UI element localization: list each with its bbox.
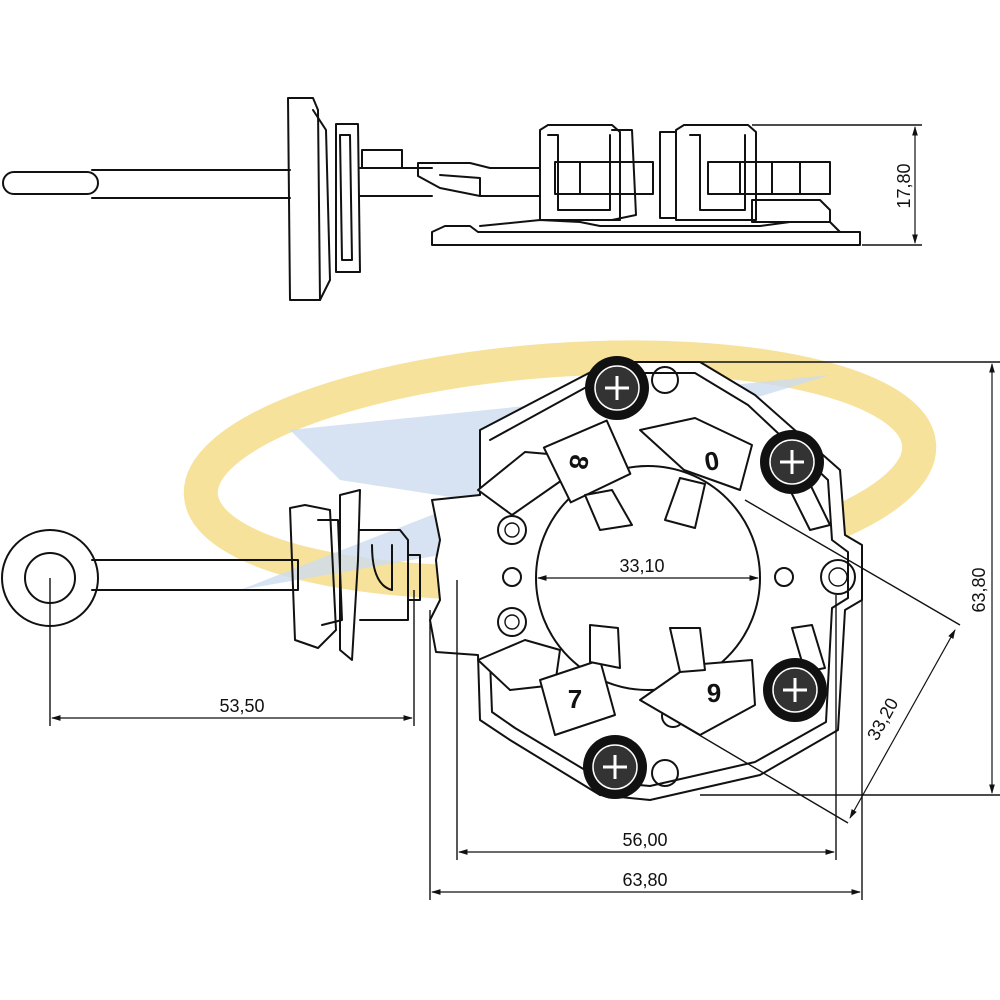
- holder-number-0: 0: [702, 445, 721, 477]
- screw-top: [585, 356, 649, 420]
- holder-number-7: 7: [568, 684, 582, 714]
- holder-number-9: 9: [707, 678, 721, 708]
- top-view: 8 0 7 9: [1, 356, 1000, 900]
- screw-right-lower: [763, 658, 827, 722]
- screw-right-upper: [760, 430, 824, 494]
- dim-lead-length: 53,50: [219, 696, 264, 716]
- dim-height-side: 17,80: [894, 163, 914, 208]
- dim-inner-width: 56,00: [622, 830, 667, 850]
- brush-holder-8: 8: [477, 419, 633, 531]
- side-view: 17,80: [2, 97, 922, 301]
- dim-total-width: 63,80: [622, 870, 667, 890]
- central-bore: [535, 465, 761, 691]
- dim-total-height: 63,80: [969, 567, 989, 612]
- dim-bore-diameter: 33,10: [619, 556, 664, 576]
- dim-diagonal: 33,20: [863, 695, 902, 744]
- screw-bottom: [583, 735, 647, 799]
- brush-holder-7: 7: [477, 624, 621, 736]
- holder-number-8: 8: [563, 452, 595, 471]
